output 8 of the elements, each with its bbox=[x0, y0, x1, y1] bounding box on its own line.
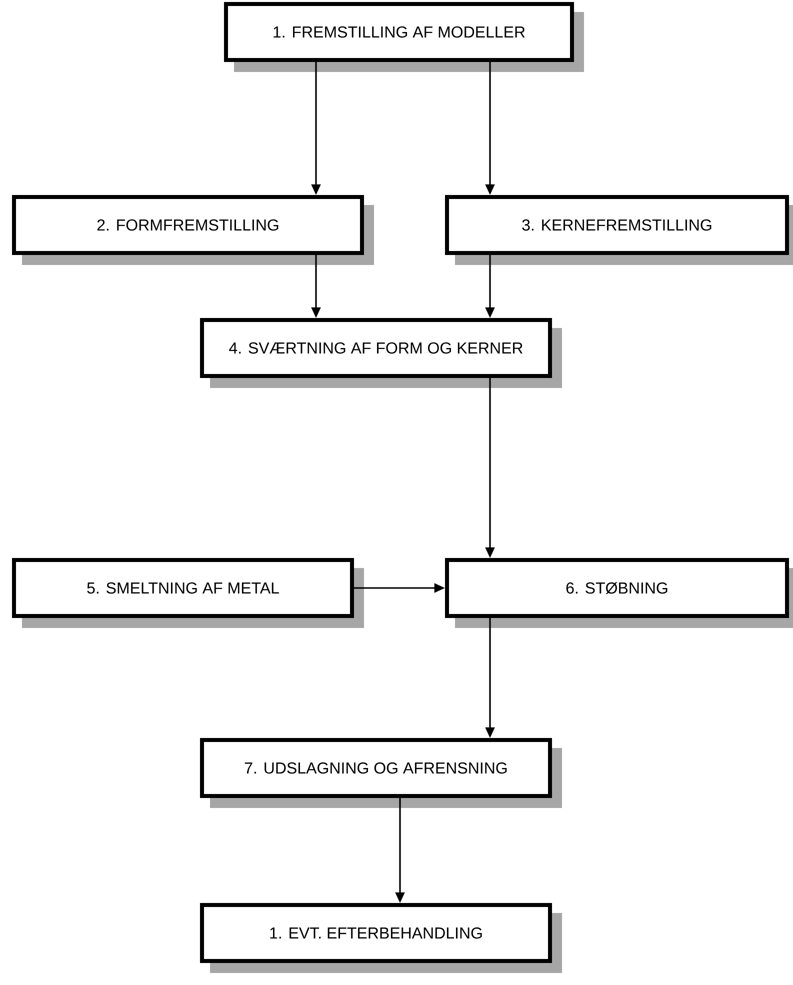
process-box: 2. FORMFREMSTILLING bbox=[12, 195, 374, 265]
process-box: 5. SMELTNING AF METAL bbox=[12, 558, 364, 628]
process-box: 3. KERNEFREMSTILLING bbox=[445, 195, 793, 265]
process-box: 6. STØBNING bbox=[445, 558, 793, 628]
process-box: 1. EVT. EFTERBEHANDLING bbox=[200, 903, 562, 973]
process-box: 1. FREMSTILLING AF MODELLER bbox=[224, 2, 584, 72]
process-box: 4. SVÆRTNING AF FORM OG KERNER bbox=[200, 318, 562, 388]
process-box: 7. UDSLAGNING OG AFRENSNING bbox=[200, 738, 562, 808]
